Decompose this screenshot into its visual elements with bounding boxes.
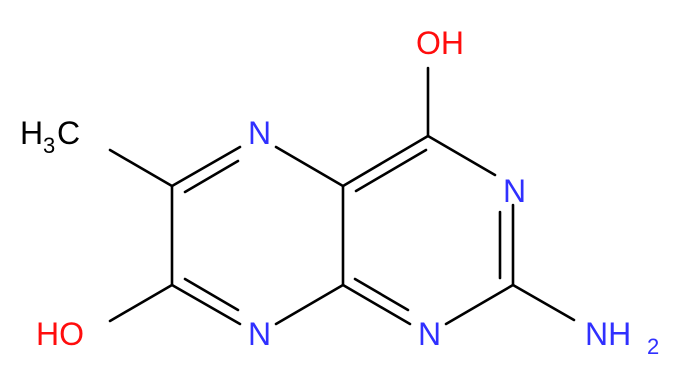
bonds <box>108 66 576 326</box>
label-n1: N <box>418 316 441 352</box>
bond-c4a-c4-double <box>354 148 428 193</box>
bond-n1-c8a <box>341 283 412 326</box>
bond-c7-oh <box>108 283 174 323</box>
label-oh-left: HO <box>36 316 84 352</box>
methyl-c: C <box>57 115 80 151</box>
amino-subscript: 2 <box>647 334 659 359</box>
bond-n8-c7-double <box>183 277 240 312</box>
label-n3: N <box>503 173 526 209</box>
label-n8: N <box>248 316 271 352</box>
methyl-subscript: 3 <box>43 133 55 158</box>
label-amino: NH 2 <box>585 316 659 359</box>
bond-c8a-n8 <box>274 283 345 326</box>
atom-labels: OH N N N N HO H 3 C NH 2 <box>20 25 659 359</box>
label-oh-top: OH <box>416 25 464 61</box>
bond-c4-n3 <box>426 134 497 177</box>
bond-n1-c8a-double <box>353 277 410 312</box>
bond-c2-nh2 <box>511 283 576 322</box>
bond-c6-ch3 <box>108 148 174 188</box>
bond-c2-n1 <box>444 283 515 326</box>
bond-c6-n5 <box>170 145 242 188</box>
bond-c6-n5-double <box>183 159 240 194</box>
methyl-h: H <box>20 115 43 151</box>
bond-c4a-c4 <box>341 134 430 188</box>
label-n5: N <box>248 115 271 151</box>
amino-nh: NH <box>585 316 631 352</box>
bond-n8-c7 <box>170 283 242 326</box>
bond-n5-c4a <box>274 145 345 188</box>
label-methyl: H 3 C <box>20 115 80 158</box>
